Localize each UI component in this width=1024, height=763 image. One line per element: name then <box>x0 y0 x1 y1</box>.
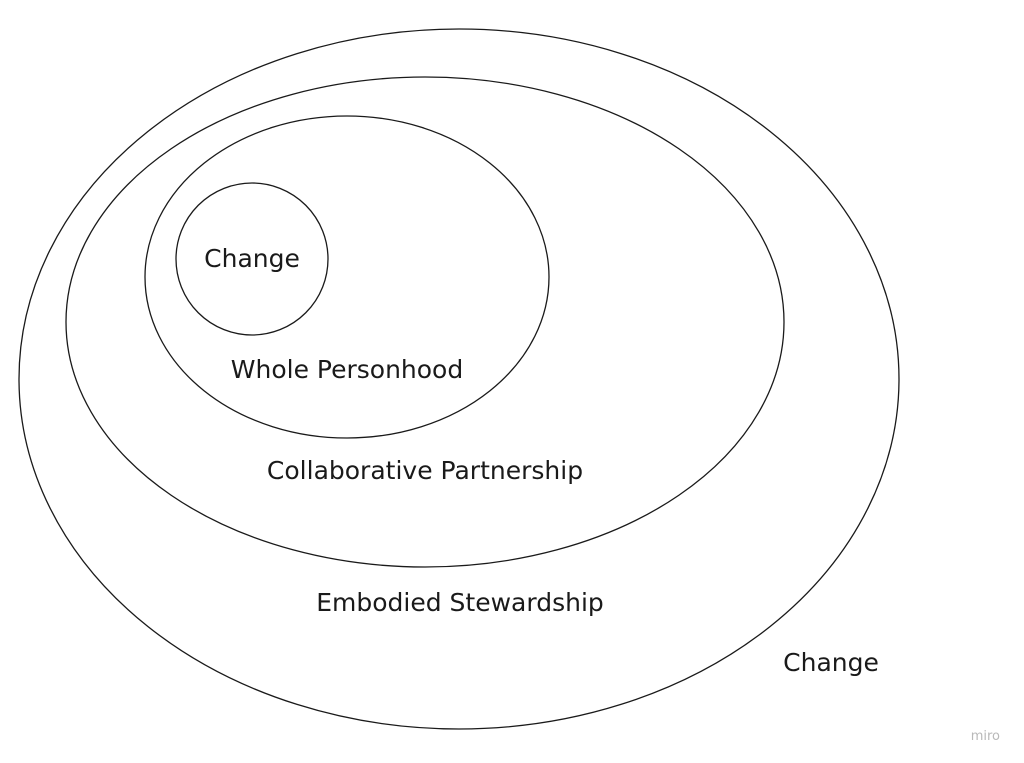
embodied-stewardship-ellipse <box>18 28 900 730</box>
miro-watermark: miro <box>971 729 1000 744</box>
collaborative-partnership-ellipse <box>65 76 785 568</box>
whole-personhood-label: Whole Personhood <box>231 355 463 384</box>
change-outer-label: Change <box>783 648 879 677</box>
change-inner-circle <box>175 182 329 336</box>
embodied-stewardship-label: Embodied Stewardship <box>316 588 604 617</box>
collaborative-partnership-label: Collaborative Partnership <box>267 456 583 485</box>
change-inner-label: Change <box>204 244 300 273</box>
whole-personhood-ellipse <box>144 115 550 439</box>
